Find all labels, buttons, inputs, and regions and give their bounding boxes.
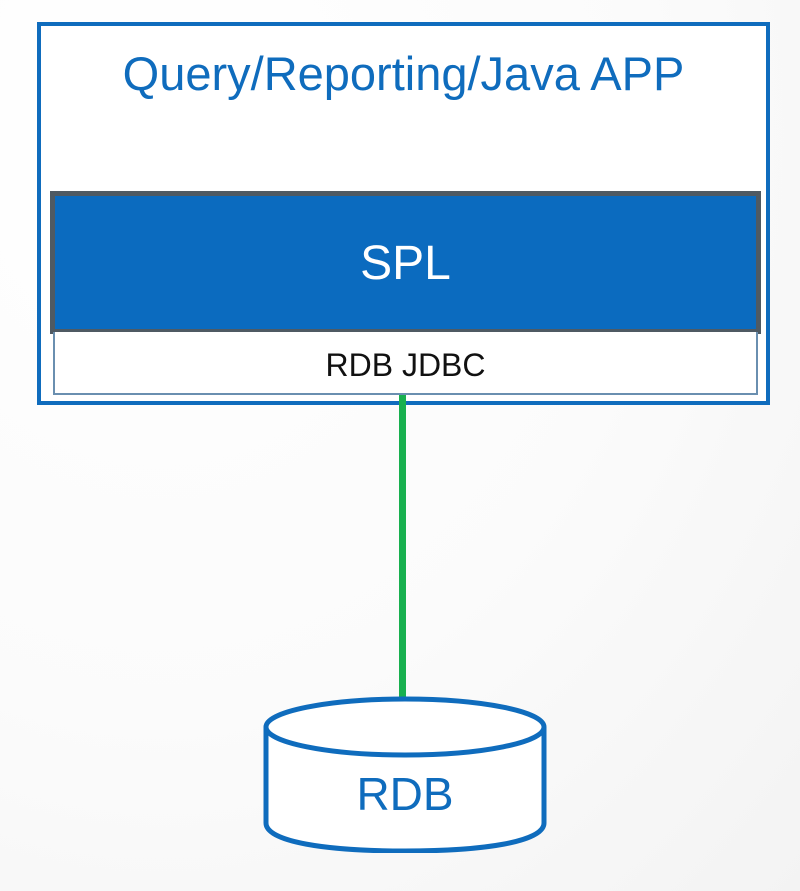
jdbc-block: RDB JDBC [53,332,758,395]
app-container: Query/Reporting/Java APP SPL RDB JDBC [37,22,770,405]
spl-block: SPL [50,191,761,334]
jdbc-label: RDB JDBC [325,347,486,383]
spl-label: SPL [360,237,451,290]
database-icon [263,696,547,853]
app-title: Query/Reporting/Java APP [122,47,685,100]
connection-line [399,395,406,699]
database-label: RDB [356,768,454,820]
